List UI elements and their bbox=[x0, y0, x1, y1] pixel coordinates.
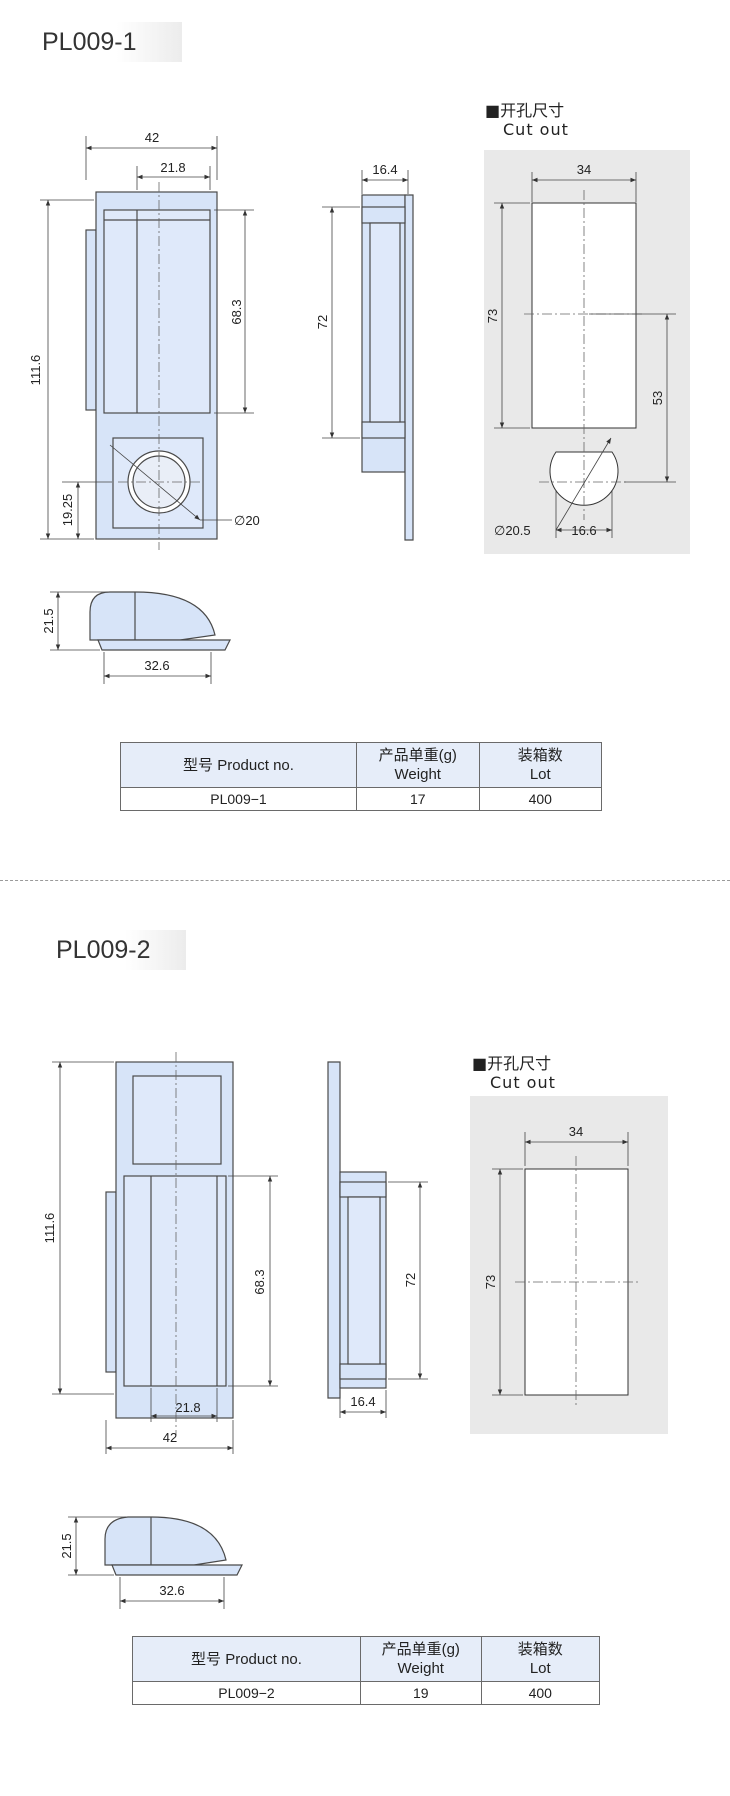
dim-cut-height: 73 bbox=[485, 309, 500, 323]
dim-height: 111.6 bbox=[28, 355, 43, 386]
dim-cut-hole-width: 16.6 bbox=[571, 523, 596, 538]
dim-recess-height: 68.3 bbox=[229, 299, 244, 324]
profile-view-2: 21.5 32.6 bbox=[59, 1516, 243, 1609]
dim-height-2: 111.6 bbox=[42, 1213, 57, 1244]
dim-inner-width: 21.8 bbox=[160, 160, 185, 175]
header-weight-2: 产品单重(g)Weight bbox=[359, 1636, 482, 1682]
side-view-1: 16.4 72 bbox=[315, 162, 414, 541]
dim-side-height: 72 bbox=[315, 315, 330, 329]
front-view-2: 111.6 68.3 21.8 42 bbox=[42, 1052, 278, 1454]
dim-profile-length: 32.6 bbox=[144, 658, 169, 673]
dim-cut-width: 34 bbox=[577, 162, 591, 177]
dim-side-height-2: 72 bbox=[403, 1273, 418, 1287]
section-divider bbox=[0, 880, 730, 881]
cell-weight: 17 bbox=[355, 787, 480, 811]
profile-view-1: 21.5 32.6 bbox=[41, 591, 231, 684]
header-weight: 产品单重(g)Weight bbox=[355, 742, 480, 788]
cell-lot: 400 bbox=[478, 787, 603, 811]
cutout-2-title-cn: ■开孔尺寸 bbox=[472, 1054, 552, 1073]
cutout-1-title-cn: ■开孔尺寸 bbox=[485, 101, 565, 120]
cutout-drawing-2: 34 73 bbox=[470, 1096, 668, 1434]
header-product-no-2: 型号 Product no. bbox=[132, 1636, 361, 1682]
dim-side-depth: 16.4 bbox=[372, 162, 397, 177]
dim-hole-offset: 19.25 bbox=[60, 494, 75, 527]
cutout-1-title: ■开孔尺寸 Cut out bbox=[485, 101, 569, 139]
cell-product-no: PL009−1 bbox=[120, 787, 357, 811]
dim-profile-length-2: 32.6 bbox=[159, 1583, 184, 1598]
cutout-1-title-en: Cut out bbox=[503, 120, 569, 139]
cell-product-no-2: PL009−2 bbox=[132, 1681, 361, 1705]
dim-profile-height-2: 21.5 bbox=[59, 1533, 74, 1558]
cutout-2-title-en: Cut out bbox=[490, 1073, 556, 1092]
dim-width-2: 42 bbox=[163, 1430, 177, 1445]
dim-recess-height-2: 68.3 bbox=[252, 1269, 267, 1294]
cutout-drawing-1: 34 73 53 ∅20.5 16.6 bbox=[484, 150, 690, 554]
dim-width: 42 bbox=[145, 130, 159, 145]
front-view-1: 42 21.8 111.6 68.3 19.25 ∅20 bbox=[28, 130, 260, 550]
side-view-2: 72 16.4 bbox=[327, 1061, 428, 1418]
dim-profile-height: 21.5 bbox=[41, 608, 56, 633]
header-product-no: 型号 Product no. bbox=[120, 742, 357, 788]
dim-inner-width-2: 21.8 bbox=[175, 1400, 200, 1415]
section-2-title: PL009-2 bbox=[50, 930, 186, 970]
dim-cut-width-2: 34 bbox=[569, 1124, 583, 1139]
cutout-2-title: ■开孔尺寸 Cut out bbox=[472, 1054, 556, 1092]
section-1-title: PL009-1 bbox=[36, 22, 182, 62]
cell-lot-2: 400 bbox=[480, 1681, 601, 1705]
dim-cut-hole-dia: ∅20.5 bbox=[494, 523, 531, 538]
dim-side-depth-2: 16.4 bbox=[350, 1394, 375, 1409]
dim-cut-offset: 53 bbox=[650, 391, 665, 405]
dim-cut-height-2: 73 bbox=[483, 1275, 498, 1289]
cell-weight-2: 19 bbox=[359, 1681, 482, 1705]
dim-hole-dia: ∅20 bbox=[234, 513, 260, 528]
